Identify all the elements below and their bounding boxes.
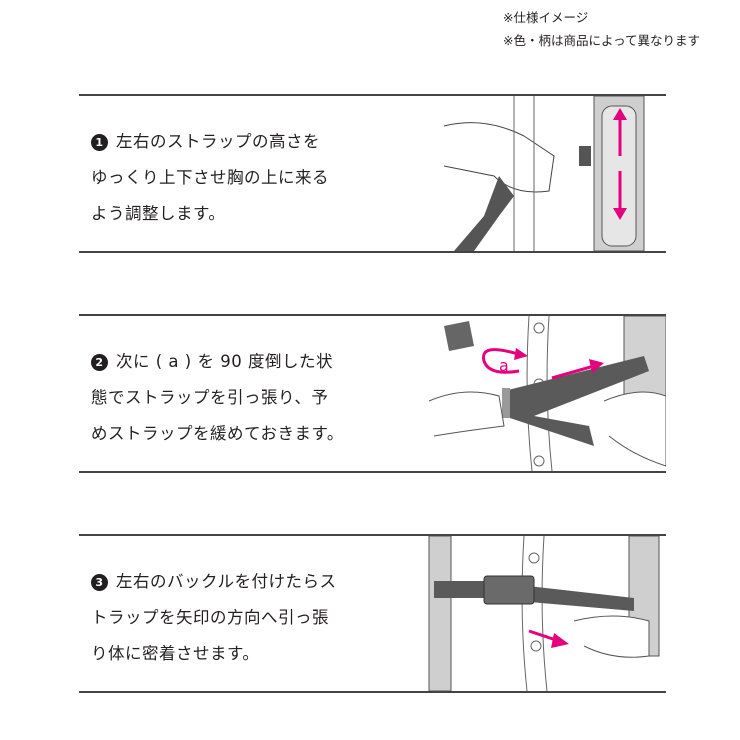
color-note: ※色・柄は商品によって異なります: [503, 33, 700, 48]
step-1-panel: 1 左右のストラップの高さを ゆっくり上下させ胸の上に来る よう調整します。: [79, 94, 666, 253]
step-line: り体に密着させます。: [91, 644, 260, 663]
step-number: 3: [91, 574, 108, 591]
step-line: 左右のバックルを付けたらス: [116, 572, 337, 591]
step-line: ゆっくり上下させ胸の上に来る: [91, 168, 329, 187]
step-line: 次に ( a ) を 90 度倒した状: [116, 352, 333, 371]
step-1-text: 1 左右のストラップの高さを ゆっくり上下させ胸の上に来る よう調整します。: [91, 124, 329, 232]
step-2-illustration: a: [424, 316, 666, 471]
step-line: よう調整します。: [91, 204, 226, 223]
step-line: 左右のストラップの高さを: [116, 132, 320, 151]
spec-note: ※仕様イメージ: [503, 10, 589, 25]
label-a: a: [499, 356, 509, 375]
step-number: 2: [91, 354, 108, 371]
step-number: 1: [91, 134, 108, 151]
step-line: 態でストラップを引っ張り、予: [91, 388, 329, 407]
step-2-text: 2 次に ( a ) を 90 度倒した状 態でストラップを引っ張り、予 めストラ…: [91, 344, 344, 452]
step-3-illustration: [424, 536, 666, 691]
step-2-panel: 2 次に ( a ) を 90 度倒した状 態でストラップを引っ張り、予 めストラ…: [79, 314, 666, 473]
step-3-panel: 3 左右のバックルを付けたらス トラップを矢印の方向へ引っ張 り体に密着させます。: [79, 534, 666, 693]
step-line: めストラップを緩めておきます。: [91, 424, 344, 443]
step-3-text: 3 左右のバックルを付けたらス トラップを矢印の方向へ引っ張 り体に密着させます。: [91, 564, 337, 672]
step-line: トラップを矢印の方向へ引っ張: [91, 608, 329, 627]
step-1-illustration: [424, 96, 666, 251]
